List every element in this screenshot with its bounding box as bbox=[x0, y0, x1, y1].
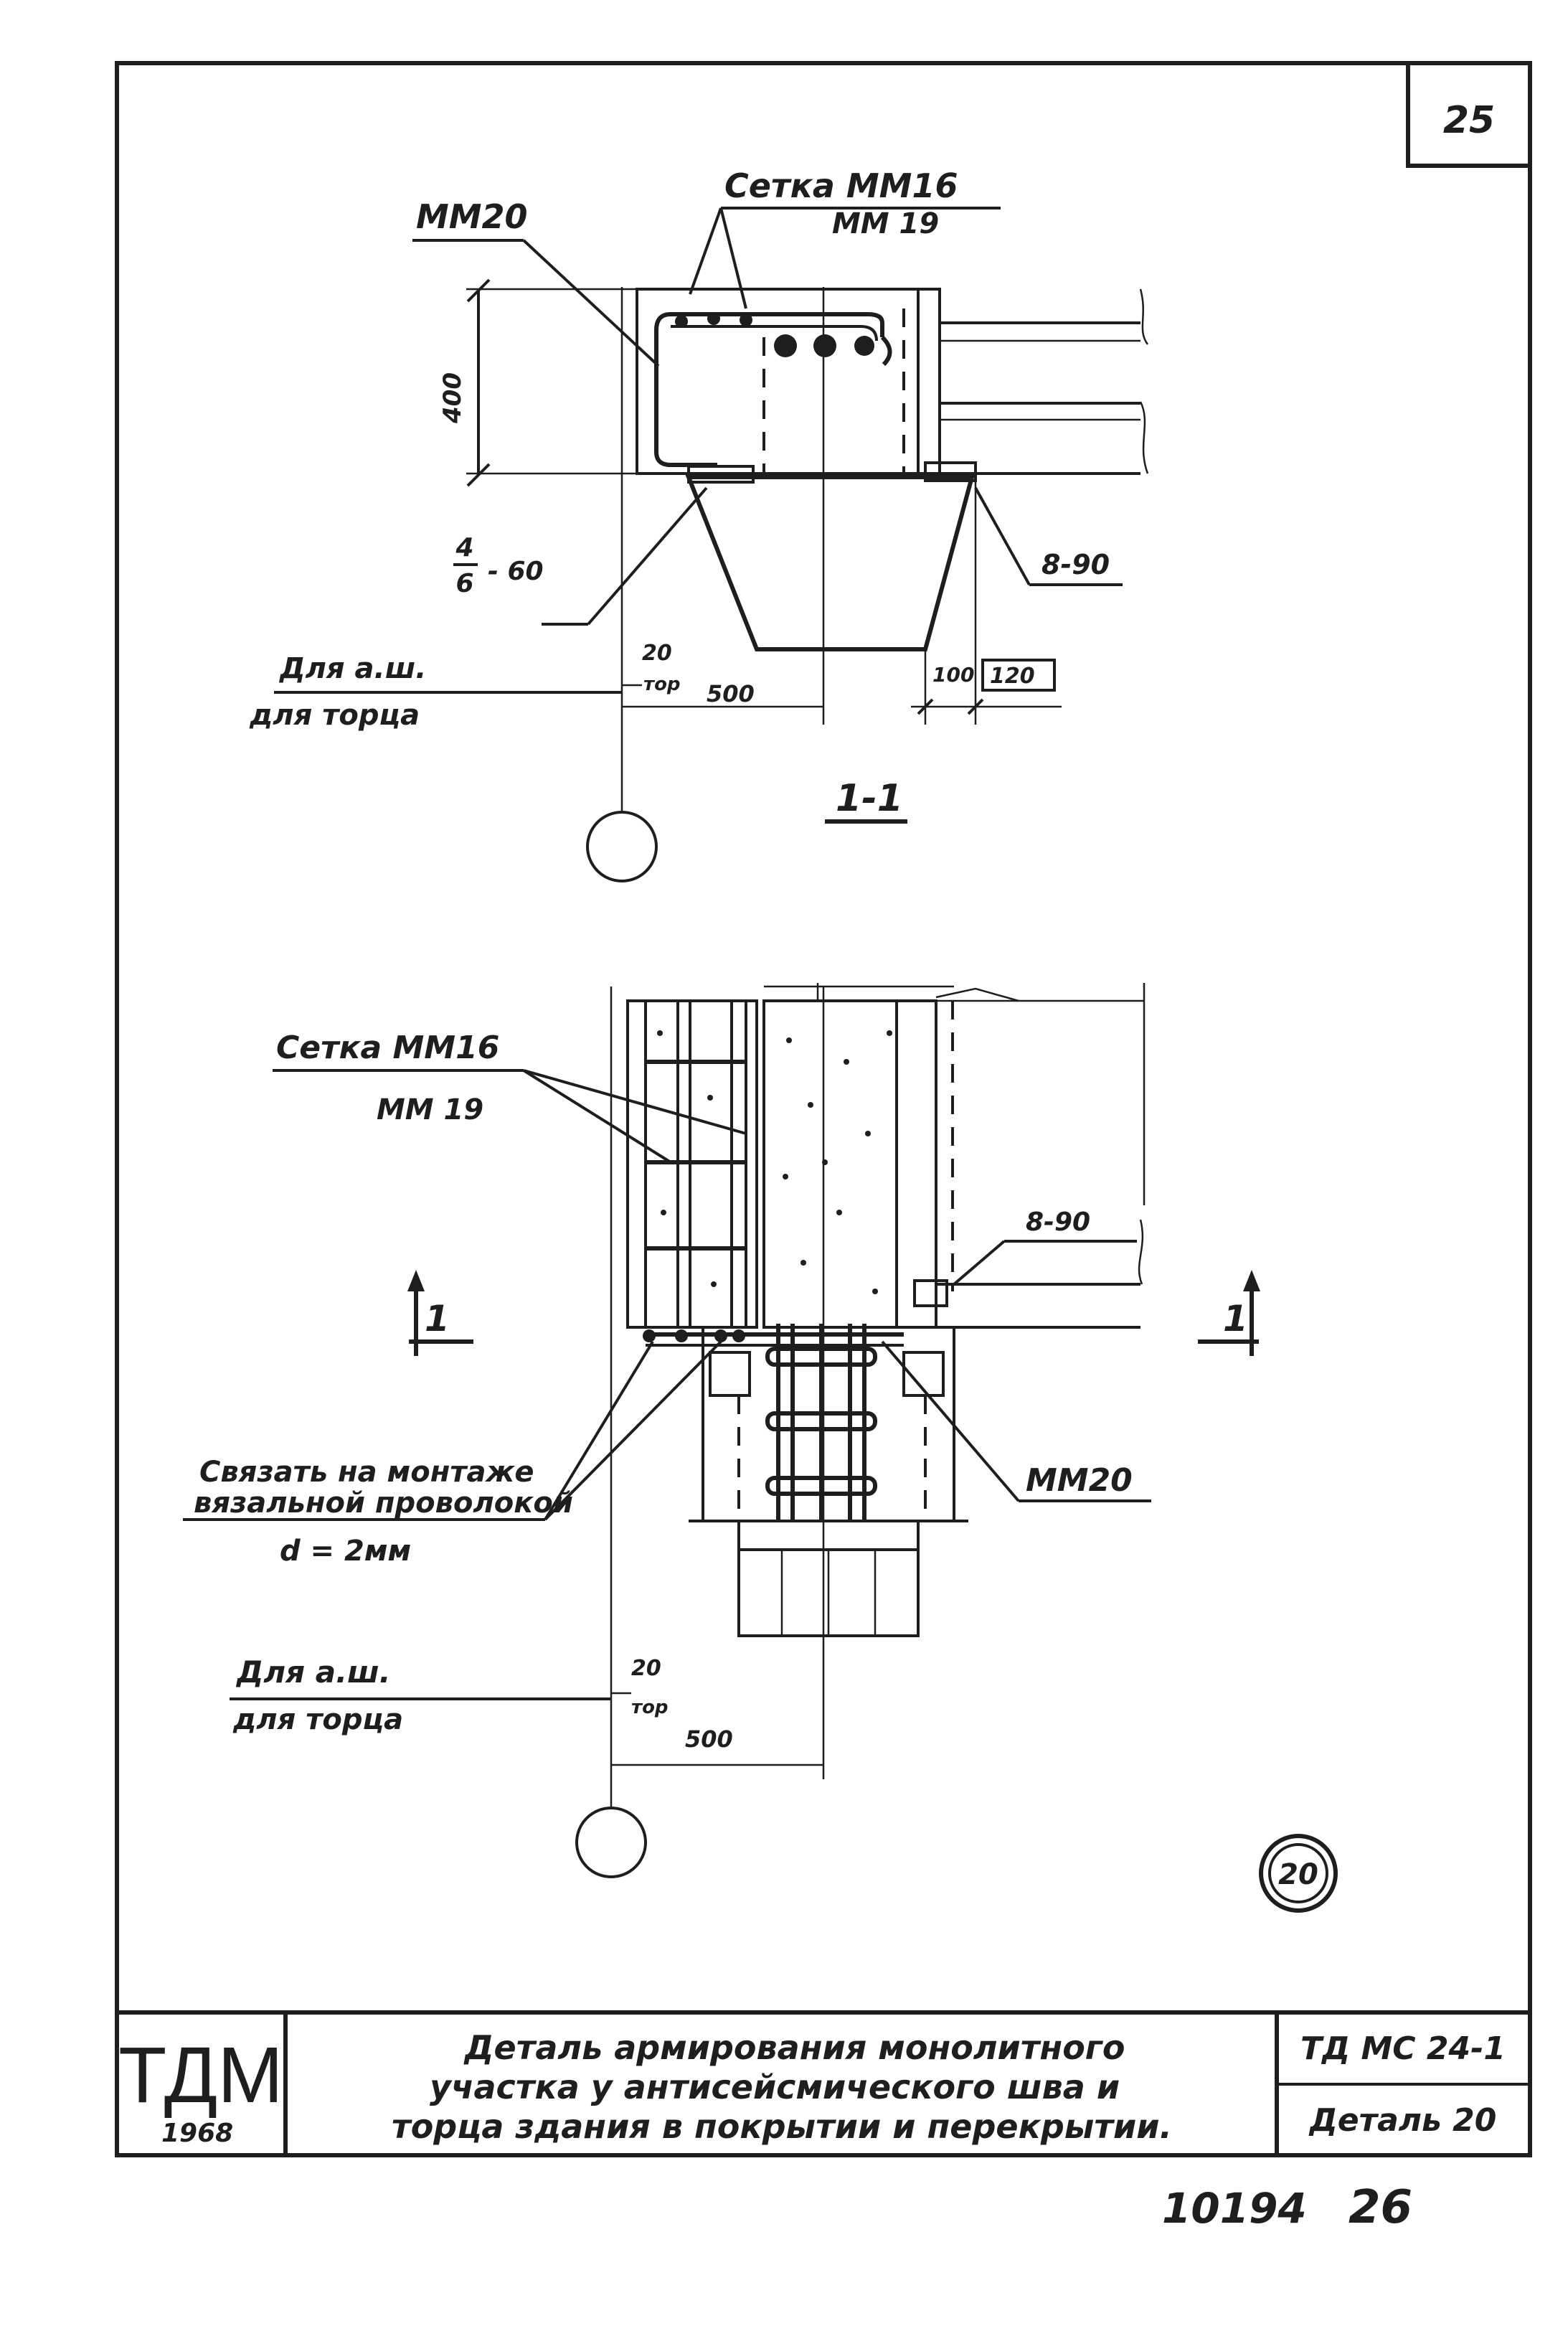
height-dim: 400 bbox=[438, 372, 467, 424]
dim-20: 20 bbox=[642, 641, 672, 666]
mm20-label: ММ20 bbox=[416, 197, 528, 236]
mesh-label-2: ММ 19 bbox=[832, 207, 939, 240]
page-number: 25 bbox=[1443, 99, 1495, 142]
cut-marker-right: 1 bbox=[1198, 1270, 1260, 1356]
weld-left-label: 4 6 - 60 bbox=[453, 533, 544, 598]
plan-dim-tor: тор bbox=[631, 1697, 669, 1718]
plan-note-end: для торца bbox=[232, 1703, 403, 1736]
axis-circle-top bbox=[586, 811, 658, 882]
cut-marker-left: 1 bbox=[407, 1270, 473, 1356]
tie-note-2: вязальной проволокой bbox=[194, 1487, 573, 1520]
title-block: ТДМ 1968 Деталь армирования монолитного … bbox=[117, 2010, 1530, 2155]
svg-text:1: 1 bbox=[1223, 1298, 1248, 1339]
slab-end bbox=[636, 288, 920, 475]
tie-note-3: d = 2мм bbox=[280, 1535, 411, 1568]
plan-view: 1 1 Сетка ММ16 ММ 19 8-90 Связать на мон… bbox=[183, 983, 1260, 1878]
dim-tor: тор bbox=[643, 674, 681, 695]
page-number-box: 25 bbox=[1406, 63, 1530, 168]
svg-text:- 60: - 60 bbox=[488, 557, 544, 586]
plan-dim-500: 500 bbox=[685, 1725, 733, 1753]
note-seam: Для а.ш. bbox=[278, 652, 426, 685]
title-line3: торца здания в покрытии и перекрытии. bbox=[392, 2107, 1172, 2146]
plan-note-seam: Для а.ш. bbox=[235, 1654, 391, 1690]
code: ТД МС 24-1 bbox=[1300, 2030, 1506, 2067]
sheet-frame bbox=[115, 61, 1532, 2157]
plan-left-strip bbox=[626, 999, 758, 1329]
weld-right-label: 8-90 bbox=[1042, 549, 1110, 580]
plan-mm20-label: ММ20 bbox=[1026, 1462, 1133, 1499]
title-line2: участка у антисейсмического шва и bbox=[430, 2068, 1120, 2106]
dim-500: 500 bbox=[707, 680, 755, 707]
plan-mesh-label-2: ММ 19 bbox=[377, 1093, 483, 1126]
svg-text:1: 1 bbox=[425, 1298, 450, 1339]
svg-text:20: 20 bbox=[1278, 1858, 1318, 1891]
logo: ТДМ bbox=[118, 2031, 283, 2119]
mm20-bar bbox=[654, 312, 884, 467]
mesh-label: Сетка ММ16 bbox=[724, 166, 958, 205]
detail-number-circle: 20 bbox=[1259, 1834, 1338, 1913]
svg-text:4: 4 bbox=[455, 533, 473, 562]
tie-note-1: Связать на монтаже bbox=[199, 1456, 534, 1489]
plan-mesh-label: Сетка ММ16 bbox=[276, 1030, 499, 1066]
section-title: 1-1 bbox=[836, 777, 903, 820]
monolith-concrete bbox=[685, 475, 975, 651]
detail-label: Деталь 20 bbox=[1308, 2102, 1497, 2139]
scan-number-b: 26 bbox=[1349, 2181, 1412, 2234]
scan-number-a: 10194 bbox=[1162, 2184, 1307, 2233]
plan-center-column bbox=[762, 999, 898, 1329]
section-1-1: 400 bbox=[249, 166, 1149, 882]
axis-circle-bottom bbox=[575, 1807, 647, 1878]
dim-120: 120 bbox=[990, 664, 1035, 689]
dim-100: 100 bbox=[932, 663, 974, 687]
note-end: для торца bbox=[249, 699, 420, 732]
plan-weld-label: 8-90 bbox=[1026, 1207, 1090, 1237]
svg-text:6: 6 bbox=[455, 569, 473, 598]
title-line1: Деталь армирования монолитного bbox=[463, 2028, 1125, 2067]
year: 1968 bbox=[161, 2119, 233, 2148]
plan-dim-20: 20 bbox=[631, 1656, 661, 1681]
